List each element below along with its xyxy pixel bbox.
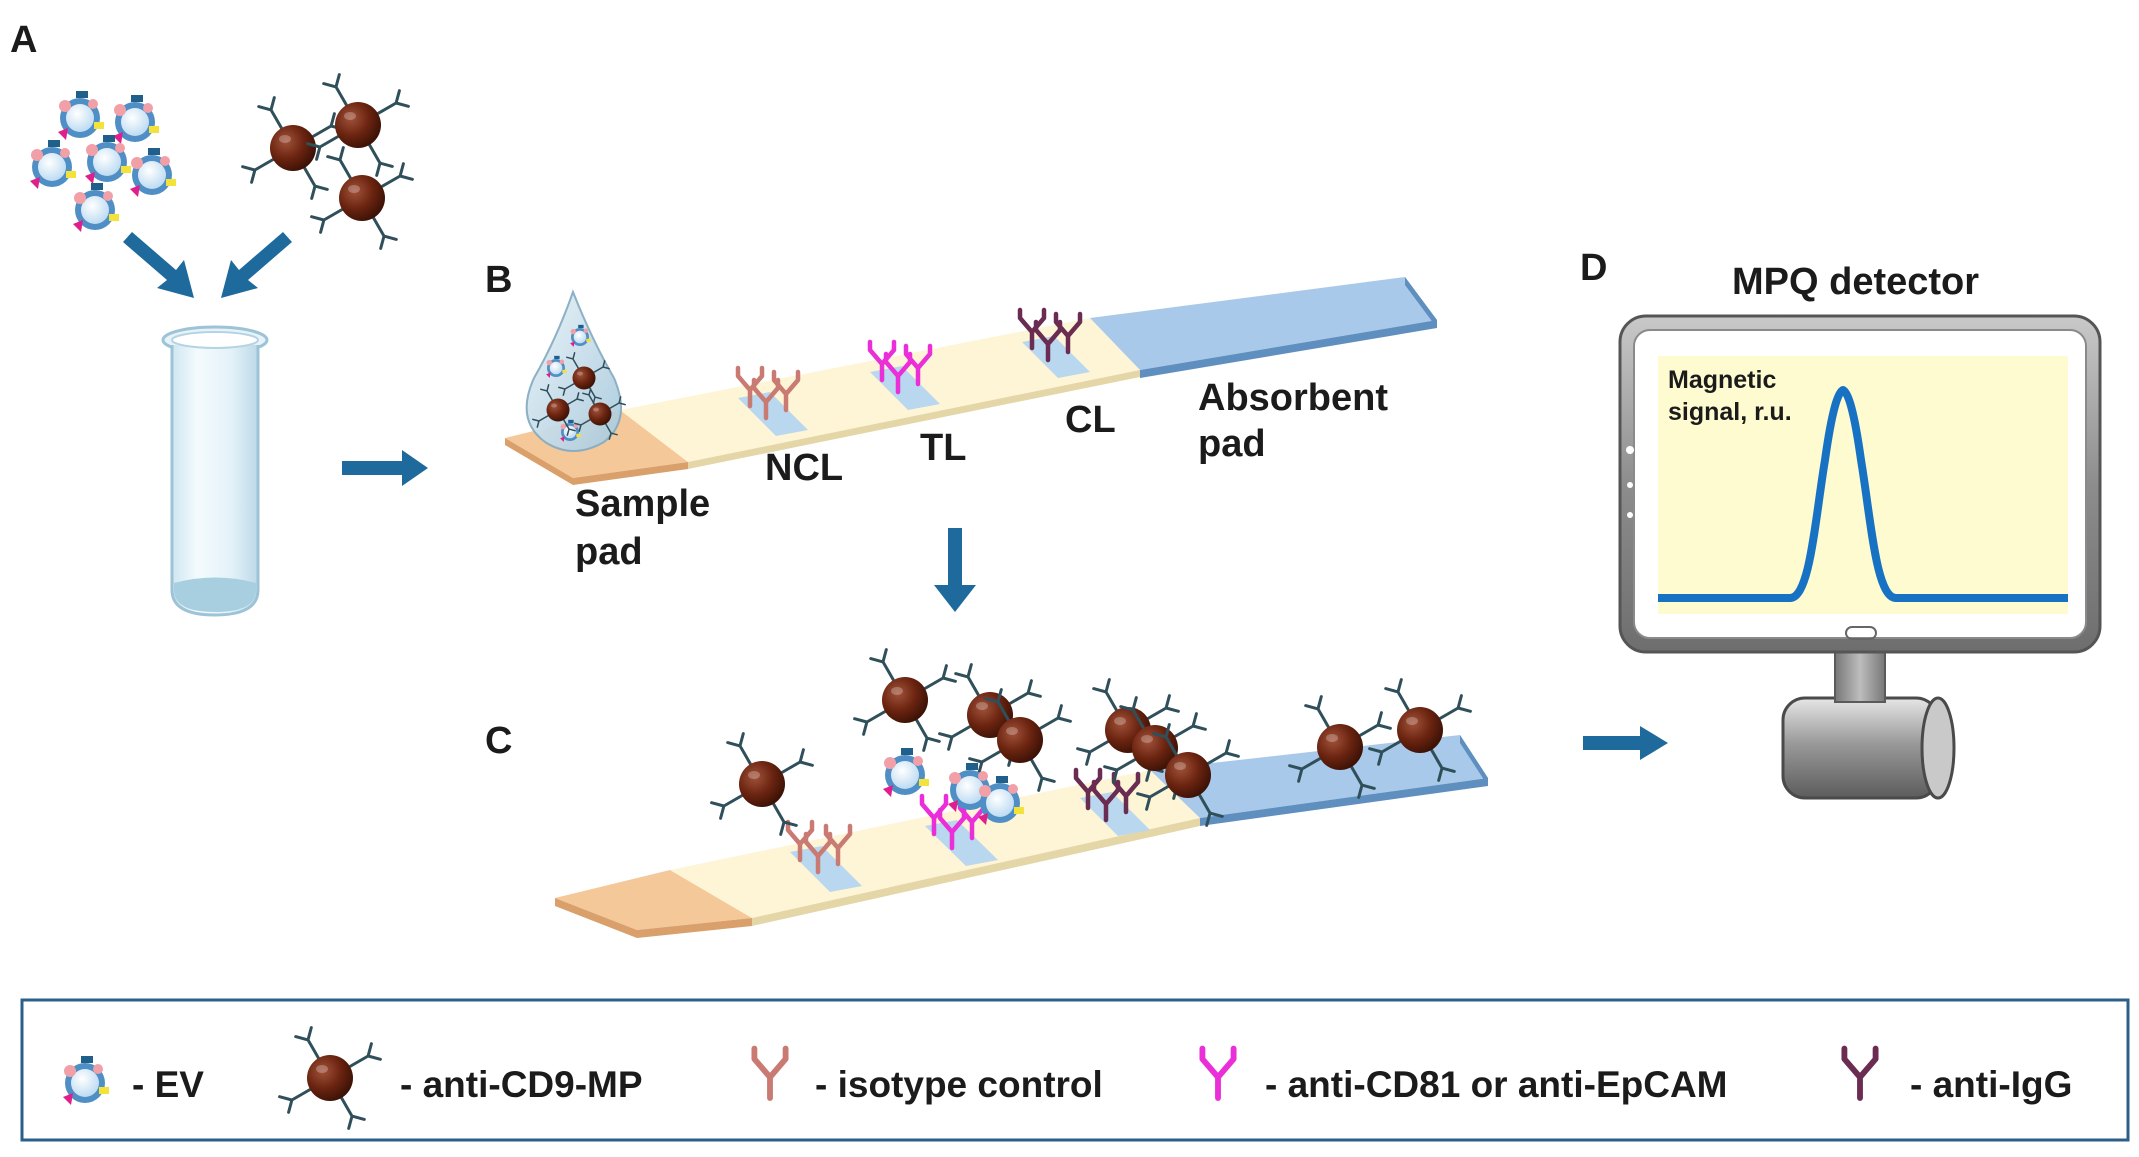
sample-pad-label-2: pad: [575, 531, 643, 573]
lateral-flow-strip-result: [555, 735, 1488, 938]
legend-igg-label: - anti-IgG: [1910, 1064, 2072, 1105]
legend-box: [20, 998, 2130, 1142]
cl-label: CL: [1065, 399, 1116, 441]
test-tube-icon: [161, 325, 269, 617]
legend-ev-label: - EV: [132, 1064, 204, 1105]
lateral-flow-strip: [505, 277, 1437, 485]
panel-label-d: D: [1580, 247, 1607, 289]
ev-cluster: [30, 91, 176, 232]
ncl-label: NCL: [765, 447, 843, 489]
droplet-icon: [525, 289, 626, 452]
signal-peak-curve: [1658, 386, 2068, 602]
legend-isotype-label: - isotype control: [815, 1064, 1103, 1105]
strip-lines-b: [738, 310, 1090, 436]
strip-lines-c: [788, 770, 1150, 892]
panel-label-b: B: [485, 259, 512, 301]
arrow-a-to-b: [342, 450, 428, 486]
panel-label-a: A: [10, 19, 37, 61]
signal-axis-label-1: Magnetic: [1668, 366, 1776, 394]
magnetic-particle-cluster: [243, 75, 413, 249]
monitor-icon: Magnetic signal, r.u.: [1618, 314, 2102, 800]
legend-cd81-label: - anti-CD81 or anti-EpCAM: [1265, 1064, 1728, 1105]
sample-pad-label-1: Sample: [575, 483, 710, 525]
panel-label-c: C: [485, 720, 512, 762]
arrow-c-to-d: [1583, 726, 1668, 760]
signal-axis-label-2: signal, r.u.: [1668, 398, 1792, 426]
arrow-b-to-c: [934, 528, 976, 612]
merge-arrows: [123, 232, 292, 298]
legend-mp-label: - anti-CD9-MP: [400, 1064, 643, 1105]
detector-title: MPQ detector: [1732, 261, 1979, 303]
absorbent-pad-label-1: Absorbent: [1198, 377, 1388, 419]
tl-label: TL: [920, 427, 966, 469]
absorbent-pad-label-2: pad: [1198, 423, 1266, 465]
